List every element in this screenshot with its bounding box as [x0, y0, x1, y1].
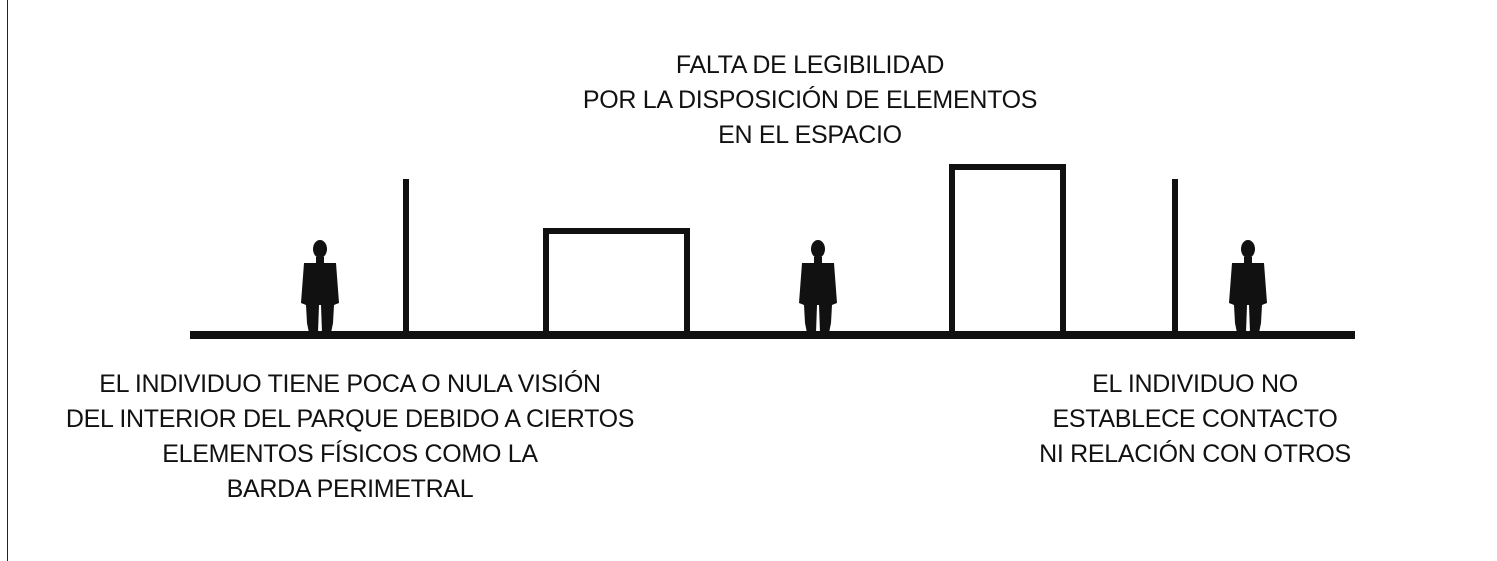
caption-top-line-2: POR LA DISPOSICIÓN DE ELEMENTOS	[582, 86, 1038, 114]
caption-right: EL INDIVIDUO NO ESTABLECE CONTACTO NI RE…	[1010, 367, 1380, 472]
caption-right-line-1: EL INDIVIDUO NO	[1092, 370, 1298, 398]
caption-right-line-2: ESTABLECE CONTACTO	[1052, 405, 1338, 433]
low-frame-structure	[543, 228, 690, 333]
caption-left-line-4: BARDA PERIMETRAL	[226, 475, 474, 503]
person-figure-center	[799, 240, 837, 333]
tall-frame-structure	[949, 164, 1066, 333]
caption-left-line-1: EL INDIVIDUO TIENE POCA O NULA VISIÓN	[99, 370, 601, 398]
caption-top-line-1: FALTA DE LEGIBILIDAD	[675, 51, 945, 79]
ground-line	[190, 331, 1355, 339]
caption-left-line-3: ELEMENTOS FÍSICOS COMO LA	[162, 440, 538, 468]
person-figure-right	[1229, 240, 1267, 333]
left-border-line	[7, 0, 8, 561]
caption-left: EL INDIVIDUO TIENE POCA O NULA VISIÓN DE…	[0, 367, 700, 507]
caption-top: FALTA DE LEGIBILIDAD POR LA DISPOSICIÓN …	[510, 48, 1110, 153]
caption-left-line-2: DEL INTERIOR DEL PARQUE DEBIDO A CIERTOS	[65, 405, 635, 433]
person-figure-left	[301, 240, 339, 333]
perimeter-wall-right	[1172, 179, 1178, 333]
caption-right-line-3: NI RELACIÓN CON OTROS	[1039, 440, 1351, 468]
perimeter-wall-left	[403, 179, 409, 333]
caption-top-line-3: EN EL ESPACIO	[718, 121, 902, 149]
